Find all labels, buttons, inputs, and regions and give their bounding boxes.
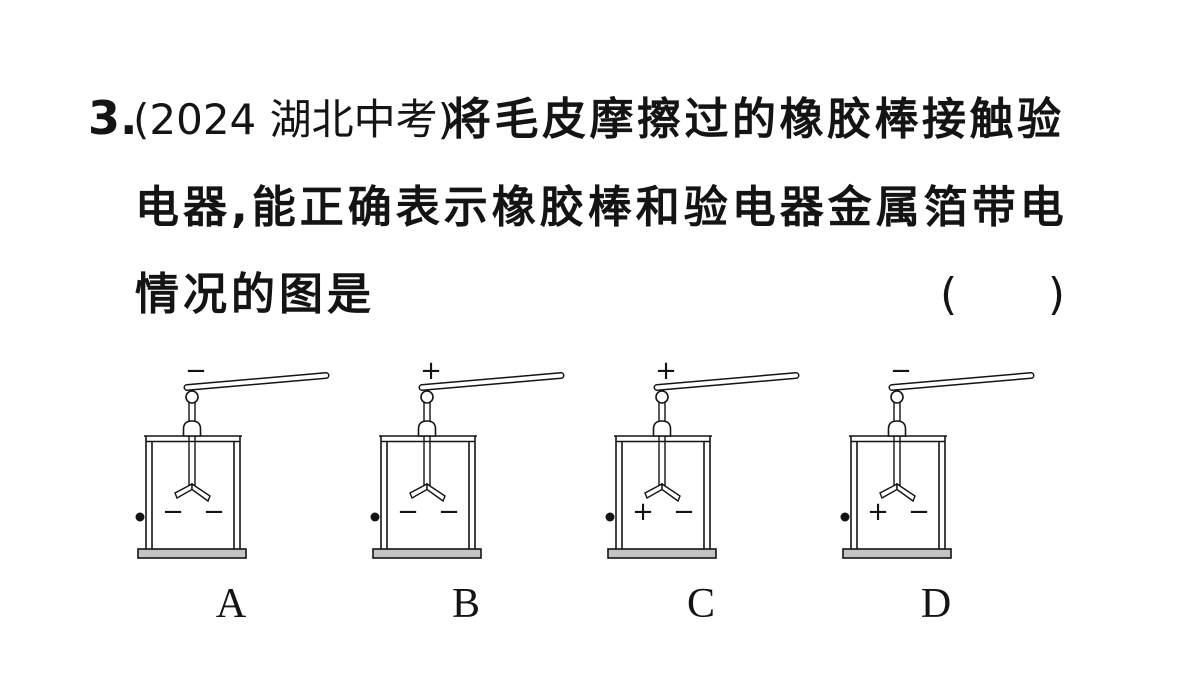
leaf-charge-right: − [908, 497, 930, 527]
glass-case [144, 435, 242, 549]
metal-rod [188, 401, 196, 486]
base-plate [372, 548, 482, 559]
rubber-rod-body [185, 373, 328, 390]
electroscope-option-c: ++−C [605, 356, 800, 627]
rod-charge-sign: + [420, 356, 442, 386]
question-stem-line-1: 将毛皮摩擦过的橡胶棒接触验 [447, 94, 1065, 145]
metal-leaf-right [661, 482, 681, 503]
rubber-rod-body [655, 373, 798, 390]
metal-ball [185, 390, 199, 404]
leaf-charge-left: − [162, 497, 184, 527]
leaf-charge-left: − [397, 497, 419, 527]
answer-blank: ( ) [940, 273, 1065, 317]
rod-charge-sign: − [890, 356, 912, 386]
metal-leaf-left [644, 482, 663, 500]
rubber-rod [418, 372, 565, 391]
rubber-rod-body [890, 373, 1033, 390]
answer-blank-open: ( [940, 269, 958, 320]
side-knob [135, 512, 145, 522]
metal-ball [420, 390, 434, 404]
answer-blank-close: ) [1047, 269, 1065, 320]
rubber-rod-body [420, 373, 563, 390]
metal-leaf-right [896, 482, 916, 503]
metal-ball [655, 390, 669, 404]
metal-leaf-left [174, 482, 193, 500]
insulating-stopper [887, 420, 907, 437]
electroscope-option-a: −−−A [135, 356, 330, 627]
leaf-charge-right: − [203, 497, 225, 527]
base-plate [842, 548, 952, 559]
metal-rod [423, 401, 431, 486]
metal-leaf-left [879, 482, 898, 500]
side-knob [605, 512, 615, 522]
question-number: 3. [88, 91, 138, 145]
metal-leaf-left [409, 482, 428, 500]
glass-case [379, 435, 477, 549]
insulating-stopper [652, 420, 672, 437]
insulating-stopper [417, 420, 437, 437]
metal-ball [890, 390, 904, 404]
question-source: (2024 湖北中考) [133, 95, 455, 144]
leaf-charge-right: − [673, 497, 695, 527]
metal-rod [893, 401, 901, 486]
electroscope-option-b: + −− B [370, 356, 565, 627]
base-plate [607, 548, 717, 559]
metal-leaf-right [191, 482, 211, 503]
option-label: B [452, 581, 480, 627]
electroscope-option-d: −+−D [840, 356, 1035, 627]
option-label: C [687, 581, 715, 627]
question-stem-line-2: 电器,能正确表示橡胶棒和验电器金属箔带电 [135, 182, 1068, 233]
base-plate [137, 548, 247, 559]
insulating-stopper [182, 420, 202, 437]
rubber-rod [183, 372, 330, 391]
side-knob [370, 512, 380, 522]
metal-leaf-right [426, 482, 446, 503]
rod-charge-sign: − [185, 356, 207, 386]
option-label: D [921, 581, 951, 627]
rod-charge-sign: + [655, 356, 677, 386]
leaf-charge-left: + [867, 497, 889, 527]
leaf-charge-right: − [438, 497, 460, 527]
leaf-charge-left: + [632, 497, 654, 527]
option-label: A [216, 581, 247, 627]
glass-case [614, 435, 712, 549]
metal-rod [658, 401, 666, 486]
question-stem-line-3: 情况的图是 [135, 269, 375, 320]
rubber-rod [653, 372, 800, 391]
rubber-rod [888, 372, 1035, 391]
side-knob [840, 512, 850, 522]
